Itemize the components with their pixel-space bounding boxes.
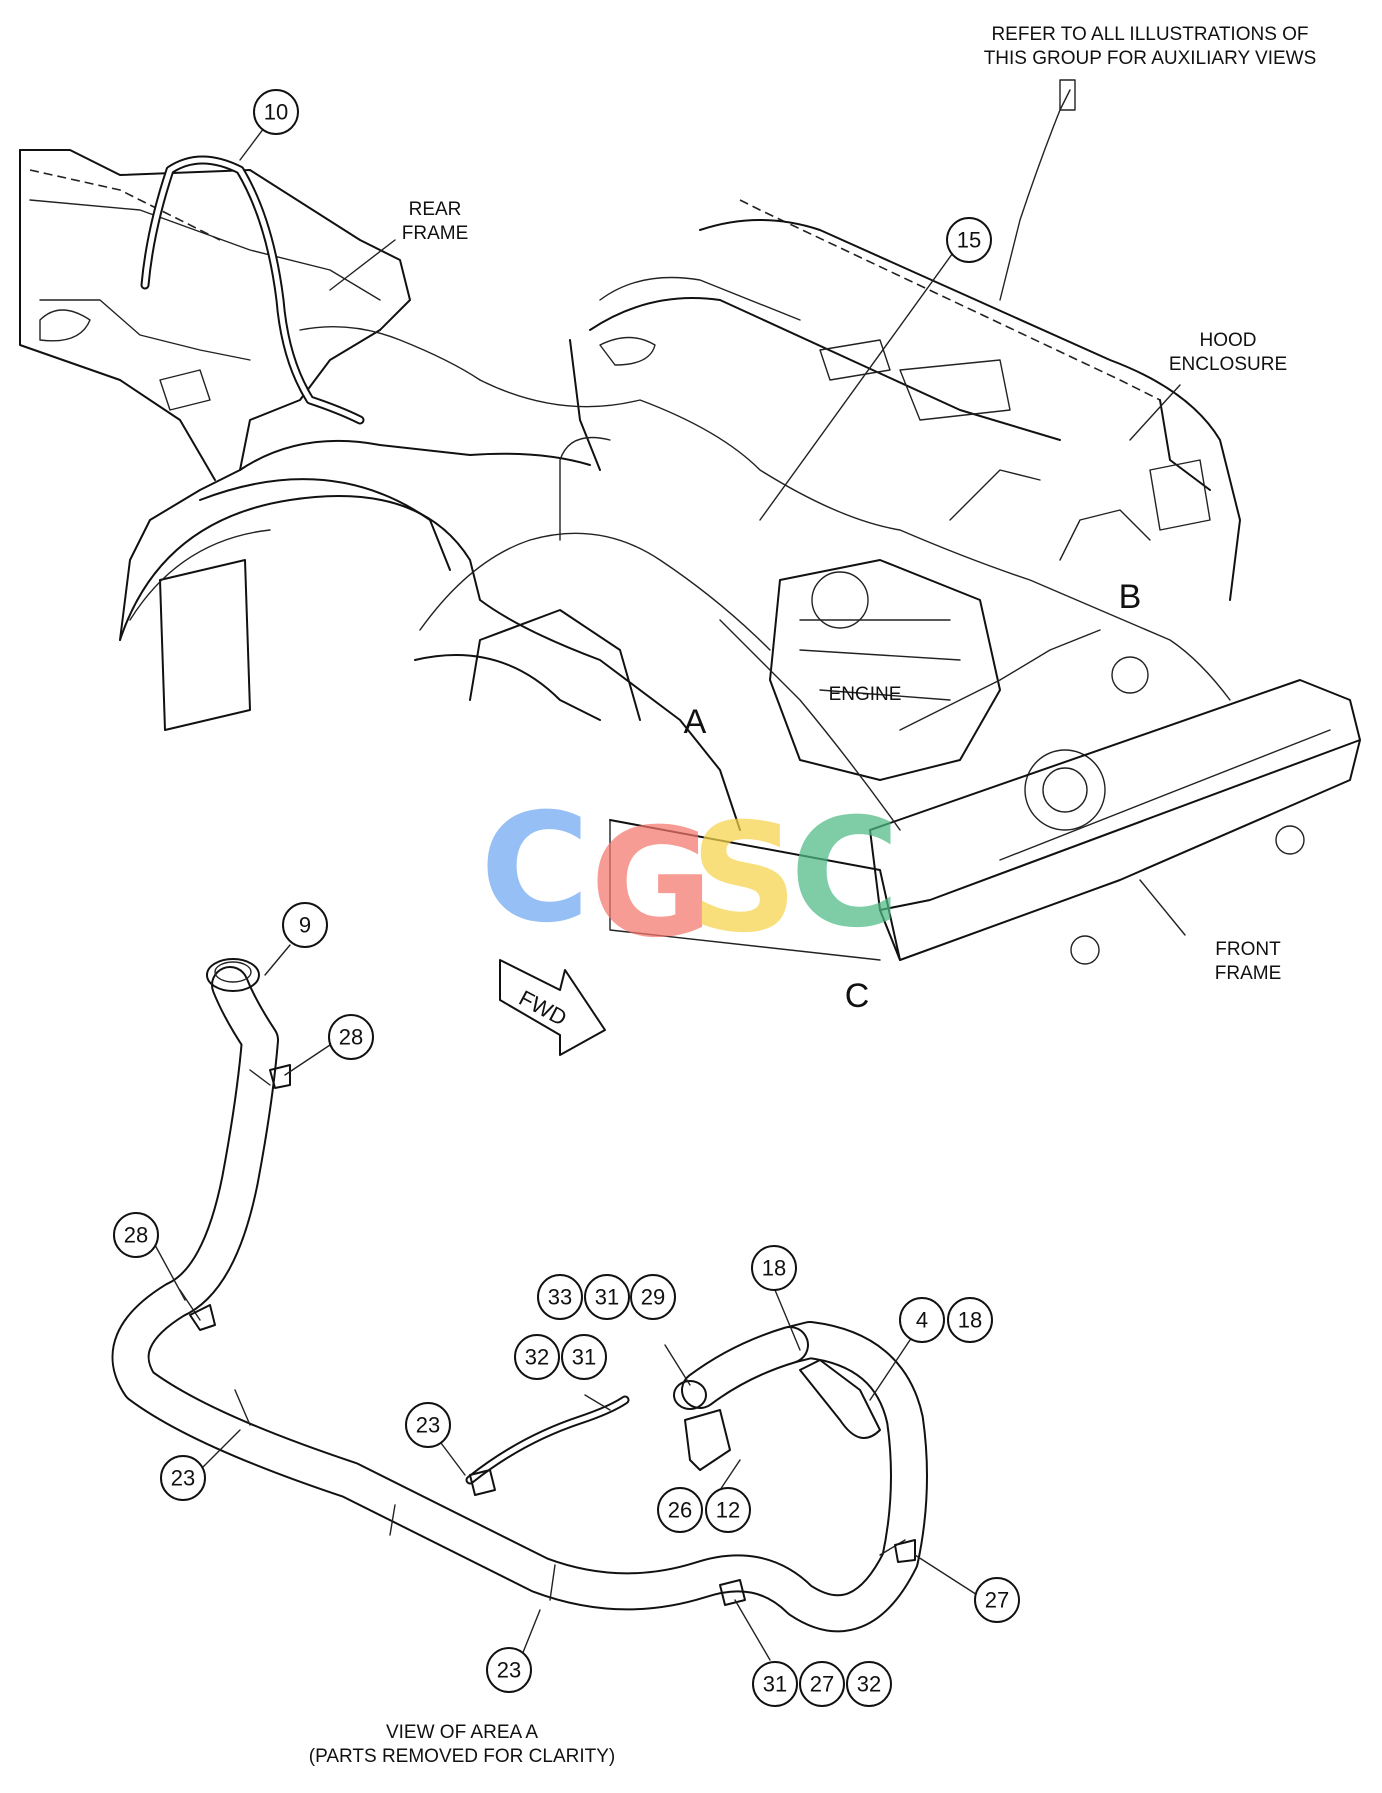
watermark-letter-2: G: [590, 797, 713, 971]
area-a-label: A: [684, 703, 707, 741]
callout-29: 29: [630, 1274, 676, 1320]
callout-26: 26: [657, 1487, 703, 1533]
svg-text:33: 33: [548, 1285, 572, 1310]
front-frame-label-1: FRONT: [1215, 939, 1281, 960]
svg-text:32: 32: [857, 1672, 881, 1697]
callout-32-a: 32: [514, 1334, 560, 1380]
hood-label-2: ENCLOSURE: [1169, 354, 1287, 375]
callout-28-a: 28: [328, 1014, 374, 1060]
svg-text:28: 28: [124, 1223, 148, 1248]
callouts: 10 15 9 28 28 33 31 29 32 31 18 4 18 23 …: [113, 89, 1020, 1707]
svg-text:31: 31: [572, 1345, 596, 1370]
svg-text:23: 23: [497, 1658, 521, 1683]
watermark-letter-3: S: [690, 792, 798, 966]
svg-text:4: 4: [916, 1308, 928, 1333]
callout-31-c: 31: [752, 1661, 798, 1707]
svg-text:9: 9: [299, 913, 311, 938]
svg-text:23: 23: [171, 1466, 195, 1491]
callout-27-b: 27: [799, 1661, 845, 1707]
svg-text:26: 26: [668, 1498, 692, 1523]
callout-32-b: 32: [846, 1661, 892, 1707]
detail-view-hose: [111, 958, 928, 1633]
callout-23-a: 23: [405, 1402, 451, 1448]
svg-text:15: 15: [957, 228, 981, 253]
callout-15: 15: [946, 217, 992, 263]
svg-text:31: 31: [595, 1285, 619, 1310]
svg-text:27: 27: [810, 1672, 834, 1697]
text-labels: REFER TO ALL ILLUSTRATIONS OF THIS GROUP…: [309, 24, 1317, 1767]
callout-9: 9: [282, 902, 328, 948]
svg-text:10: 10: [264, 100, 288, 125]
callout-23-c: 23: [486, 1647, 532, 1693]
detail-caption-line1: VIEW OF AREA A: [386, 1722, 538, 1743]
callout-31-b: 31: [561, 1334, 607, 1380]
svg-text:31: 31: [763, 1672, 787, 1697]
hood-label-1: HOOD: [1200, 330, 1257, 351]
refer-note-line1: REFER TO ALL ILLUSTRATIONS OF: [991, 24, 1308, 45]
machine-illustration: [19, 79, 1361, 965]
area-b-label: B: [1119, 578, 1142, 616]
engine-label: ENGINE: [829, 684, 902, 705]
watermark: C G S C: [480, 782, 900, 971]
svg-text:18: 18: [762, 1256, 786, 1281]
svg-text:28: 28: [339, 1025, 363, 1050]
callout-18-b: 18: [947, 1297, 993, 1343]
callout-27-a: 27: [974, 1577, 1020, 1623]
rear-frame-label-2: FRAME: [402, 223, 469, 244]
callout-33: 33: [537, 1274, 583, 1320]
detail-caption-line2: (PARTS REMOVED FOR CLARITY): [309, 1746, 616, 1767]
callout-28-b: 28: [113, 1212, 159, 1258]
front-frame-label-2: FRAME: [1215, 963, 1282, 984]
watermark-letter-1: C: [480, 782, 590, 956]
svg-text:12: 12: [716, 1498, 740, 1523]
watermark-letter-4: C: [790, 787, 900, 961]
callout-23-b: 23: [160, 1455, 206, 1501]
svg-text:32: 32: [525, 1345, 549, 1370]
svg-text:23: 23: [416, 1413, 440, 1438]
callout-12: 12: [705, 1487, 751, 1533]
callout-4: 4: [899, 1297, 945, 1343]
refer-note-line2: THIS GROUP FOR AUXILIARY VIEWS: [984, 48, 1317, 69]
fwd-arrow: [499, 959, 606, 1056]
callout-18-a: 18: [751, 1245, 797, 1291]
area-c-label: C: [845, 977, 870, 1015]
svg-text:29: 29: [641, 1285, 665, 1310]
svg-text:27: 27: [985, 1588, 1009, 1613]
svg-text:18: 18: [958, 1308, 982, 1333]
rear-frame-label-1: REAR: [409, 199, 462, 220]
callout-31-a: 31: [584, 1274, 630, 1320]
callout-10: 10: [253, 89, 299, 135]
